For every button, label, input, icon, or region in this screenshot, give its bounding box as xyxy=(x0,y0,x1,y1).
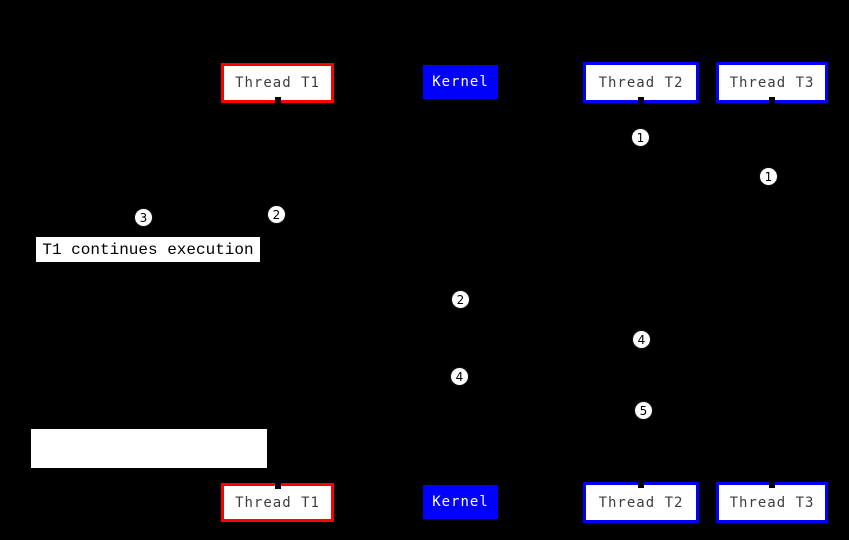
lifeline-notch xyxy=(638,97,644,103)
thread-t3-label: Thread T3 xyxy=(729,74,815,91)
step-number: 1 xyxy=(764,169,773,184)
step-circle-2-kernel: 2 xyxy=(451,290,470,309)
step-number: 4 xyxy=(637,332,646,347)
lifeline-notch xyxy=(274,97,281,103)
thread-t3-box-bottom: Thread T3 xyxy=(716,482,828,523)
kernel-label: Kernel xyxy=(432,74,489,90)
annotation-t1-continues: T1 continues execution xyxy=(36,237,260,262)
lifeline-notch xyxy=(638,482,644,488)
thread-t2-box-top: Thread T2 xyxy=(583,62,699,103)
thread-t2-label: Thread T2 xyxy=(598,74,684,91)
step-circle-2-t1: 2 xyxy=(267,205,286,224)
lifeline-notch xyxy=(769,482,775,488)
step-number: 1 xyxy=(636,130,645,145)
step-circle-3: 3 xyxy=(134,208,153,227)
kernel-box-top: Kernel xyxy=(423,65,498,99)
thread-t3-label: Thread T3 xyxy=(729,494,815,511)
step-circle-1-t3: 1 xyxy=(759,167,778,186)
lifeline-notch xyxy=(274,483,281,489)
step-circle-1-t2: 1 xyxy=(631,128,650,147)
annotation-text: T1 continues execution xyxy=(42,240,254,259)
blank-callout-box xyxy=(31,429,267,468)
thread-t1-box-bottom: Thread T1 xyxy=(221,483,334,522)
thread-t2-label: Thread T2 xyxy=(598,494,684,511)
step-number: 2 xyxy=(272,207,281,222)
step-number: 5 xyxy=(639,403,648,418)
step-circle-4-kernel: 4 xyxy=(450,367,469,386)
kernel-label: Kernel xyxy=(432,494,489,510)
kernel-box-bottom: Kernel xyxy=(423,485,498,519)
step-number: 2 xyxy=(456,292,465,307)
thread-t1-label: Thread T1 xyxy=(235,494,320,511)
thread-t2-box-bottom: Thread T2 xyxy=(583,482,699,523)
step-number: 3 xyxy=(139,210,148,225)
thread-t1-label: Thread T1 xyxy=(235,75,320,91)
thread-t1-box-top: Thread T1 xyxy=(221,63,334,103)
step-circle-4-t2: 4 xyxy=(632,330,651,349)
lifeline-notch xyxy=(769,97,775,103)
thread-t3-box-top: Thread T3 xyxy=(716,62,828,103)
step-number: 4 xyxy=(455,369,464,384)
step-circle-5: 5 xyxy=(634,401,653,420)
